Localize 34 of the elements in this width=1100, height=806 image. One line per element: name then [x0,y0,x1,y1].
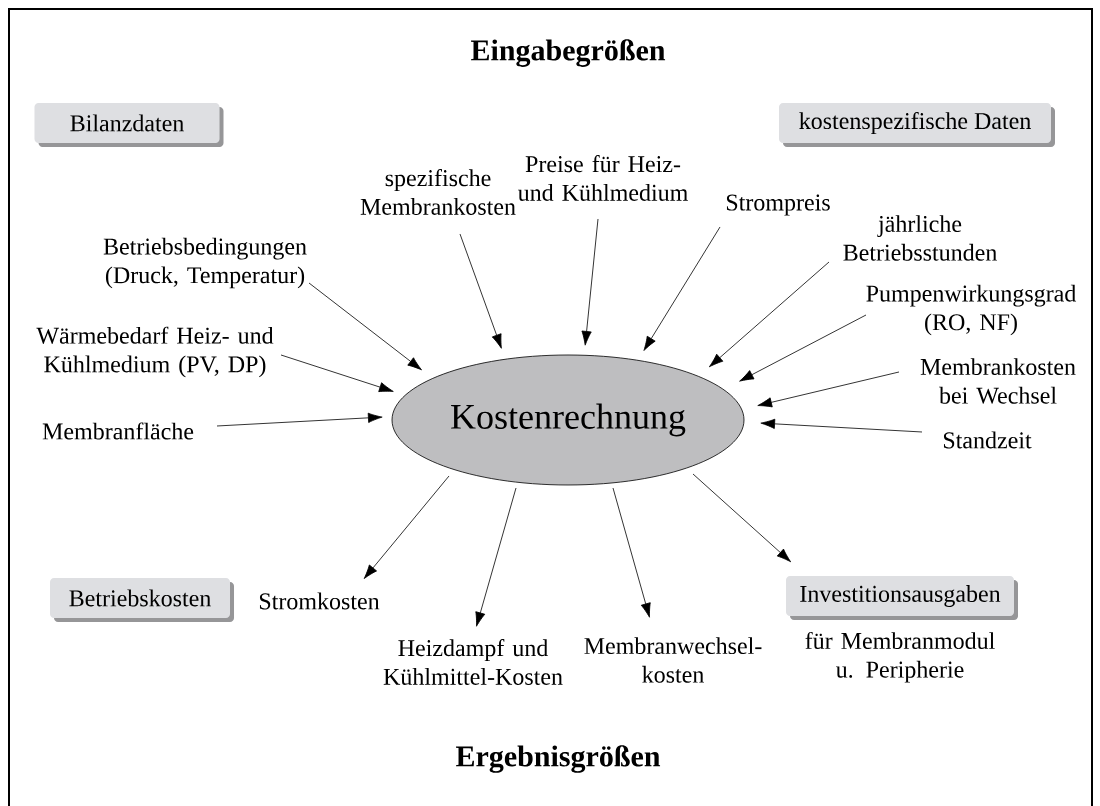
note: für Membranmodul u. Peripherie [805,631,995,683]
input-label: Betriebsbedingungen (Druck, Temperatur) [103,237,307,289]
input-label: jährliche Betriebsstunden [843,215,997,261]
arrow [739,314,867,382]
input-label: spezifische Membrankosten [360,169,516,215]
arrow [308,282,422,371]
input-label: Membrankosten bei Wechsel [920,358,1076,404]
arrow [581,218,599,346]
arrow [709,261,830,368]
input-label: Wärmebedarf Heiz- und Kühlmedium (PV, DP) [36,326,274,378]
category-box: Betriebskosten [50,578,234,622]
arrow [643,226,721,351]
result-label: Membranwechsel- kosten [584,637,762,683]
arrow [363,475,450,579]
result-label: Stromkosten [259,592,380,610]
category-box: Investitionsausgaben [786,576,1018,620]
arrow [459,233,502,349]
category-box: kostenspezifische Daten [779,103,1055,147]
input-label: Standzeit [943,431,1032,449]
arrow [475,487,517,627]
arrow [757,371,900,408]
arrow [760,418,923,433]
category-box: Bilanzdaten [34,103,224,147]
arrow [280,354,394,393]
heading: Ergebnisgrößen [456,745,661,773]
input-label: Strompreis [726,194,830,216]
input-label: Preise für Heiz- und Kühlmedium [518,155,688,201]
heading: Eingabegrößen [471,39,666,67]
input-label: Membranfläche [42,422,194,440]
arrow [612,487,651,618]
arrow [692,473,792,563]
result-label: Heizdampf und Kühlmittel-Kosten [383,639,563,685]
input-label: Pumpenwirkungsgrad (RO, NF) [866,284,1077,336]
arrow [216,412,383,427]
